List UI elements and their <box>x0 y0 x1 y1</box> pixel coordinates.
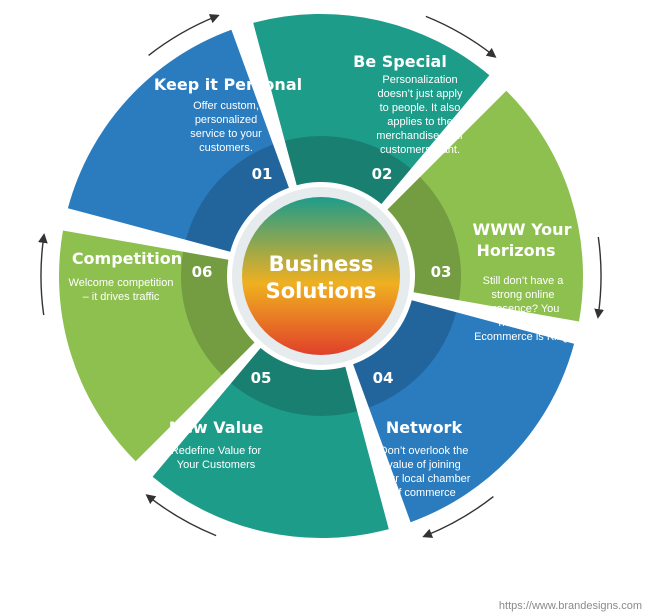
segment-05-body-line-1: Redefine Value for <box>171 445 262 457</box>
segment-01-body-line-1: Offer custom, <box>193 100 259 112</box>
cycle-arrow-4 <box>422 496 494 538</box>
segment-01-body-line-4: customers. <box>199 142 253 154</box>
segment-05-number-band <box>231 348 358 416</box>
cycle-arrow-5 <box>145 494 217 537</box>
cycle-arrows <box>38 14 604 538</box>
segment-06-title: Competition <box>72 249 182 268</box>
segment-03-title-line-1: WWW Your <box>473 220 572 239</box>
segment-04-body-line-1: Don’t overlook the <box>380 445 469 457</box>
segment-03-body-line-5: Ecommerce is King. <box>474 331 572 343</box>
cycle-arrow-1 <box>148 14 220 56</box>
segment-05-shape <box>152 348 389 539</box>
segment-06-body-line-1: Welcome competition <box>69 277 174 289</box>
cycle-arrow-6 <box>38 233 48 316</box>
segment-02-body-line-3: to people. It also <box>380 102 461 114</box>
segment-01-title: Keep it Personal <box>154 75 302 94</box>
segment-06-shape <box>59 230 255 462</box>
segment-06-number-band <box>180 251 255 375</box>
segment-01-number: 01 <box>252 165 273 183</box>
segment-03-body-line-2: strong online <box>492 289 555 301</box>
cycle-arrow-2 <box>425 15 497 58</box>
segment-06-number: 06 <box>192 263 213 281</box>
segment-03-title-line-2: Horizons <box>477 241 556 260</box>
segment-01-number-band <box>185 144 289 252</box>
watermark-text: https://www.brandesigns.com <box>498 600 642 612</box>
segment-02-number-band <box>284 136 411 204</box>
center-hub <box>242 197 400 355</box>
segment-02-body-line-4: applies to the <box>387 116 452 128</box>
segment-03-body-line-4: need one. <box>499 317 548 329</box>
segment-01-shape <box>67 29 289 252</box>
segment-05-title: New Value <box>169 418 264 437</box>
segment-04-body-line-4: of commerce <box>392 487 456 499</box>
segment-03-number-band <box>387 177 462 301</box>
segment-05-number: 05 <box>251 369 272 387</box>
segment-02-body-line-5: merchandise your <box>376 130 464 142</box>
segment-03-number: 03 <box>431 263 452 281</box>
segment-05-body-line-2: Your Customers <box>177 459 256 471</box>
segment-02-number: 02 <box>372 165 393 183</box>
segment-02-body-line-6: customers want. <box>380 144 460 156</box>
segment-04-shape <box>353 300 575 523</box>
segments-group <box>59 13 583 539</box>
segment-02-title: Be Special <box>353 52 447 71</box>
segment-02-body-line-1: Personalization <box>382 74 457 86</box>
segment-04-number: 04 <box>373 369 394 387</box>
segment-04-body-line-2: value of joining <box>387 459 460 471</box>
segment-02-shape <box>253 13 490 204</box>
segment-06-body-line-2: – it drives traffic <box>83 291 160 303</box>
segment-03-body-line-1: Still don’t have a <box>483 275 565 287</box>
cycle-arrow-3 <box>594 236 604 319</box>
segment-04-body-line-3: your local chamber <box>378 473 471 485</box>
segment-01-body-line-2: personalized <box>195 114 257 126</box>
segment-01-body-line-3: service to your <box>190 128 262 140</box>
segment-04-title: Network <box>386 418 463 437</box>
segment-03-body-line-3: presence? You <box>487 303 560 315</box>
segment-03-shape <box>387 90 583 322</box>
segment-04-number-band <box>353 300 457 408</box>
center-line-1: Business <box>269 252 374 276</box>
center-line-2: Solutions <box>266 279 377 303</box>
segment-02-body-line-2: doesn’t just apply <box>378 88 463 100</box>
